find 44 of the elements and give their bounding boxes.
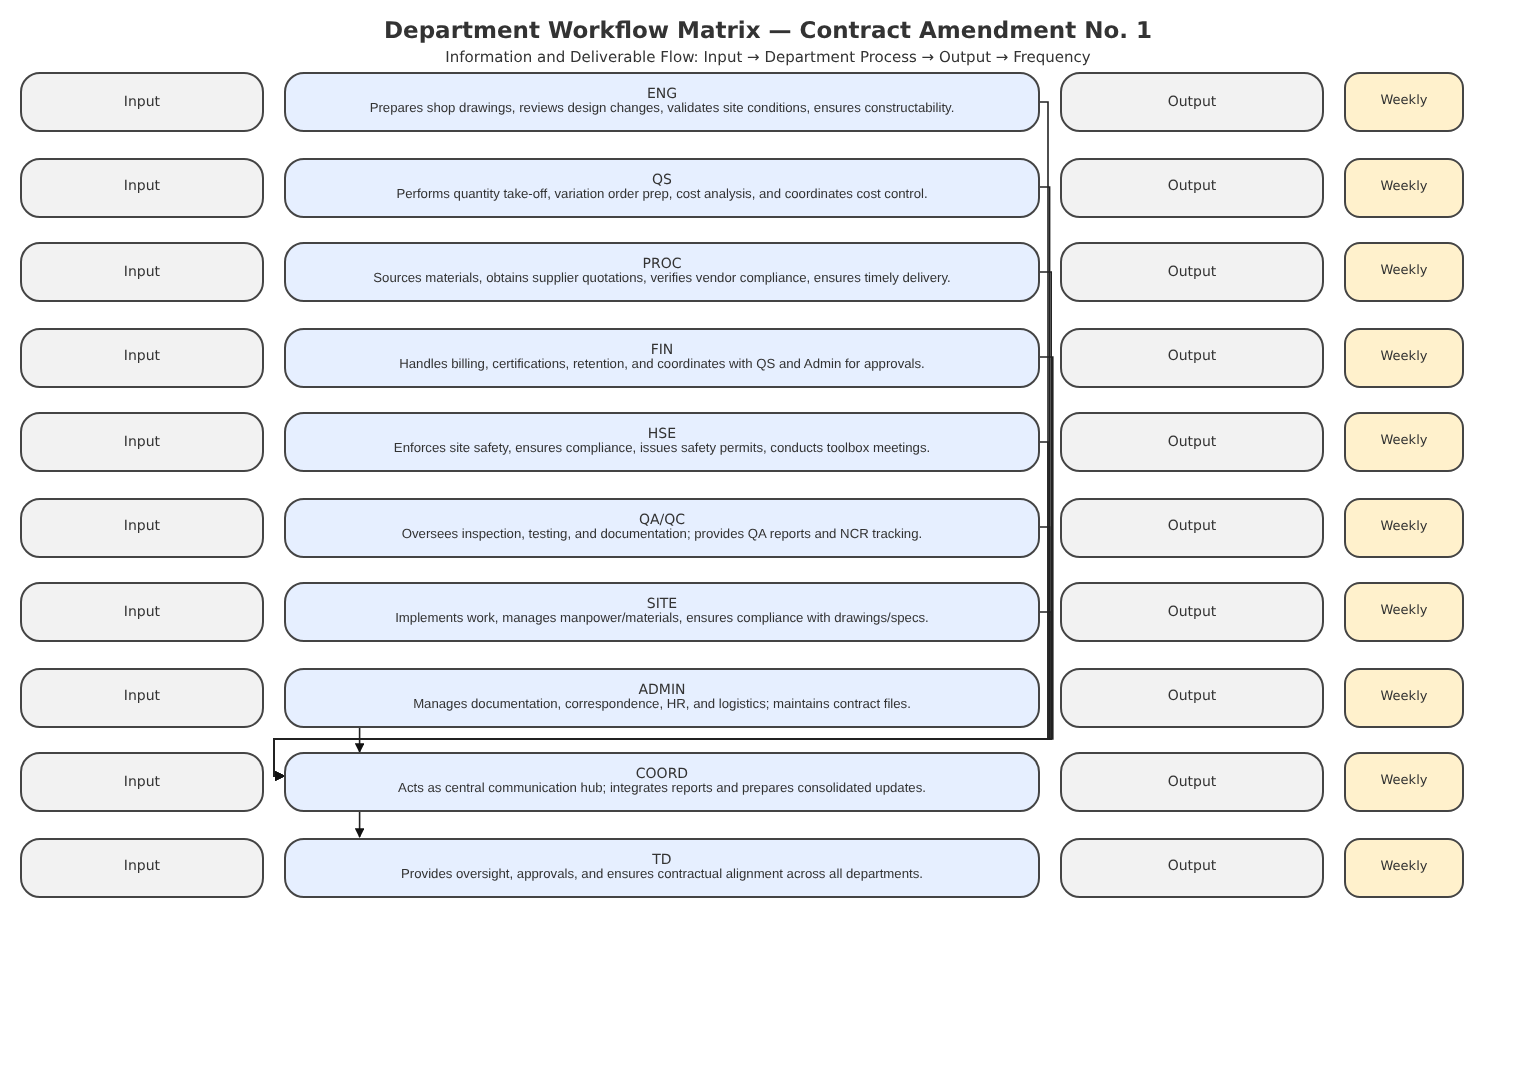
output-box <box>1060 752 1324 812</box>
input-box <box>20 327 264 387</box>
output-box <box>1060 242 1324 302</box>
input-box <box>20 72 264 132</box>
department-process-box <box>284 582 1040 642</box>
output-box <box>1060 497 1324 557</box>
department-process-box <box>284 72 1040 132</box>
frequency-box <box>1344 752 1464 812</box>
department-process-box <box>284 327 1040 387</box>
input-box <box>20 242 264 302</box>
department-process-box <box>284 412 1040 472</box>
input-box <box>20 667 264 727</box>
output-box <box>1060 327 1324 387</box>
frequency-box <box>1344 837 1464 897</box>
department-process-box <box>284 242 1040 302</box>
frequency-box <box>1344 242 1464 302</box>
frequency-box <box>1344 412 1464 472</box>
department-process-box <box>284 497 1040 557</box>
output-box <box>1060 412 1324 472</box>
department-process-box <box>284 837 1040 897</box>
frequency-box <box>1344 157 1464 217</box>
output-box <box>1060 72 1324 132</box>
output-box <box>1060 582 1324 642</box>
output-box <box>1060 667 1324 727</box>
input-box <box>20 837 264 897</box>
input-box <box>20 752 264 812</box>
department-process-box <box>284 157 1040 217</box>
arrow <box>354 726 365 753</box>
input-box <box>20 582 264 642</box>
department-process-box <box>284 752 1040 812</box>
frequency-box <box>1344 72 1464 132</box>
output-box <box>1060 157 1324 217</box>
output-box <box>1060 837 1324 897</box>
frequency-box <box>1344 327 1464 387</box>
frequency-box <box>1344 582 1464 642</box>
input-box <box>20 412 264 472</box>
arrow <box>273 611 1052 781</box>
input-box <box>20 497 264 557</box>
frequency-box <box>1344 667 1464 727</box>
arrow <box>354 811 365 838</box>
diagram-title: Department Workflow Matrix — Contract Amendment No. 1 <box>381 16 1154 44</box>
frequency-box <box>1344 497 1464 557</box>
department-process-box <box>284 667 1040 727</box>
input-box <box>20 157 264 217</box>
